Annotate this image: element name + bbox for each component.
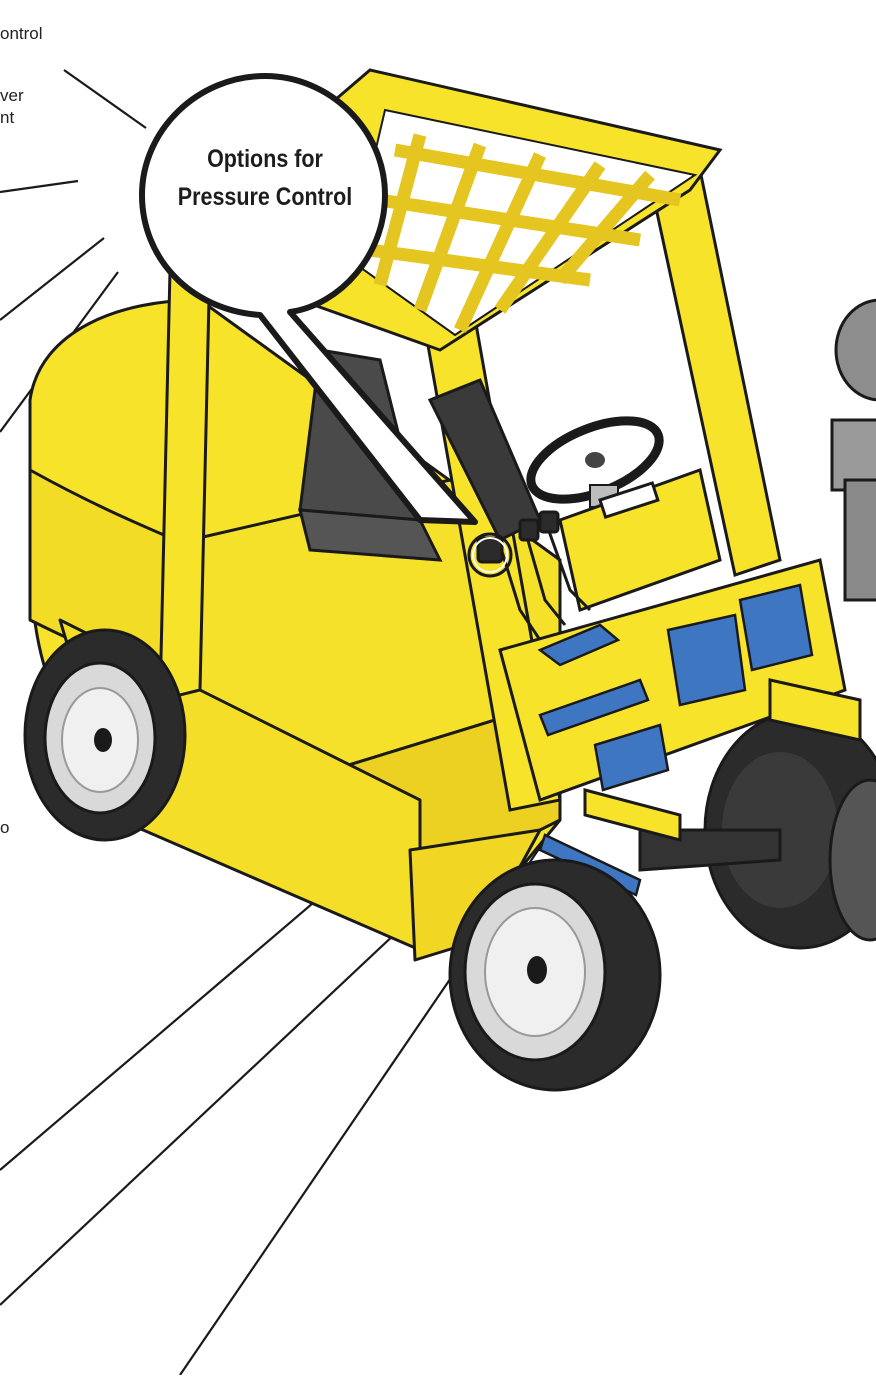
callout-title: Options for Pressure Control <box>175 140 356 216</box>
side-lamp <box>832 300 876 600</box>
cropped-label-3: nt <box>0 108 14 128</box>
leader-line-1 <box>64 70 146 128</box>
leader-line-2 <box>0 181 78 192</box>
front-left-wheel <box>450 860 660 1090</box>
relief-valve-icon <box>740 585 812 670</box>
dashboard <box>560 470 720 610</box>
leader-line-3 <box>0 238 104 320</box>
pressure-control-valve-icon <box>668 615 745 705</box>
cropped-label-2: ver <box>0 86 24 106</box>
cropped-label-4: o <box>0 818 9 838</box>
cropped-label-1: ontrol <box>0 24 43 44</box>
rear-left-wheel <box>25 630 185 840</box>
